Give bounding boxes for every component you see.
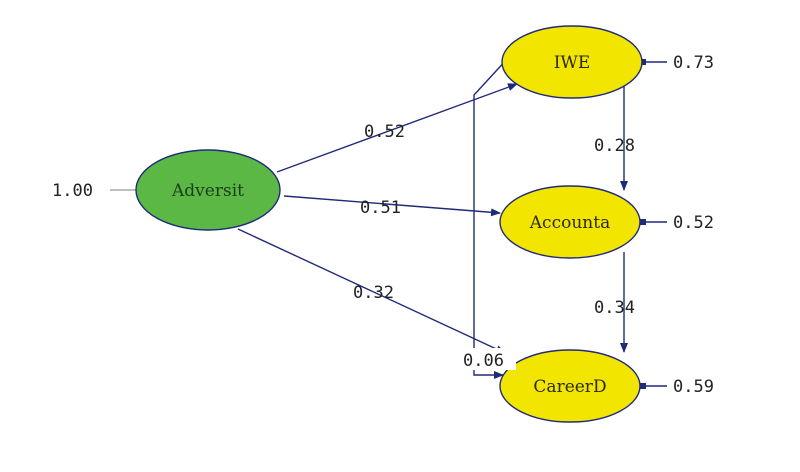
path-adversit-careerd <box>237 228 506 354</box>
coef-iwe-careerd-bg <box>460 348 516 370</box>
node-accounta[interactable] <box>499 185 641 259</box>
coef-iwe-careerd: 0.06 <box>463 351 504 371</box>
coef-adversit-iwe: 0.52 <box>364 122 405 142</box>
node-careerd[interactable] <box>499 349 641 423</box>
error-label-accounta: 0.52 <box>673 213 714 233</box>
path-adversit-accounta <box>283 195 501 217</box>
coef-accounta-careerd: 0.34 <box>594 298 635 318</box>
coef-adversit-careerd: 0.32 <box>353 283 394 303</box>
coef-iwe-accounta: 0.28 <box>594 136 635 156</box>
path-iwe-careerd <box>473 57 509 379</box>
node-adversit[interactable] <box>135 149 281 231</box>
node-adversit-label: Adversit <box>171 181 244 201</box>
error-label-careerd: 0.59 <box>673 377 714 397</box>
node-careerd-label: CareerD <box>533 377 606 397</box>
coef-adversit-accounta: 0.51 <box>360 198 401 218</box>
node-iwe[interactable] <box>501 25 643 99</box>
adversit-variance-label: 1.00 <box>52 181 93 201</box>
node-accounta-label: Accounta <box>529 213 610 233</box>
error-label-iwe: 0.73 <box>673 53 714 73</box>
path-adversit-iwe <box>276 83 518 173</box>
node-iwe-label: IWE <box>554 53 591 73</box>
